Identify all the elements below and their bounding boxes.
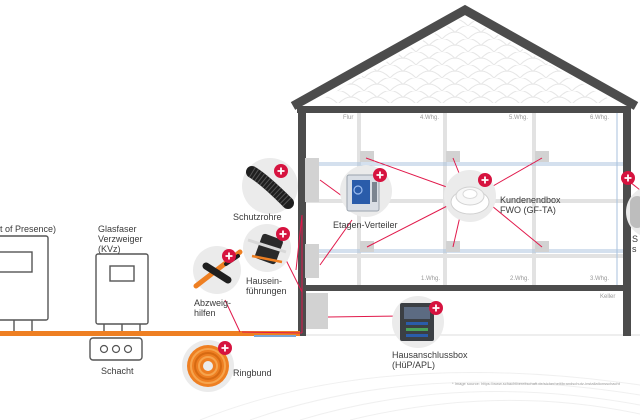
basement-ceiling (306, 285, 623, 291)
room-label-4: 4.Whg. (420, 115, 440, 121)
plus-icon-right-edge[interactable] (621, 171, 635, 185)
label-abzweighilfen-line2: hilfen (194, 308, 216, 318)
label-kvz-line1: Glasfaser (98, 224, 137, 234)
label-kvz-line2: Verzweiger (98, 234, 143, 244)
room-label-3: 3.Whg. (590, 276, 610, 282)
label-hauseinfuehrungen-line1: Hausein- (246, 276, 283, 286)
label-ringbund: Ringbund (233, 368, 272, 378)
schutzrohre-circle (242, 158, 298, 214)
label-abzweighilfen-line1: Abzweig- (194, 298, 232, 308)
label-right-edge: S s (632, 234, 638, 254)
label-right-edge-line1: S (632, 234, 639, 244)
socket-2 (446, 151, 460, 162)
room-label-5: 5.Whg. (509, 115, 529, 121)
floor-slab-middle (306, 254, 623, 258)
label-hauseinfuehrungen: Hausein- führungen (246, 276, 287, 296)
stairwell-box-top (305, 158, 319, 202)
basement-box (306, 293, 328, 329)
right-edge-circle (626, 188, 640, 236)
label-kvz-line3: (KVz) (98, 244, 121, 254)
connector-lines (224, 157, 640, 334)
label-hausanschlussbox-line1: Hausanschlussbox (392, 350, 468, 360)
label-kundenendbox-line2: FWO (GF-TA) (500, 205, 556, 215)
roof-shingles (316, 16, 616, 103)
socket-1 (360, 151, 374, 162)
fiber-cable (0, 331, 300, 336)
room-label-flur: Flur (343, 115, 354, 121)
background-contour-lines (199, 371, 640, 420)
plus-icon-schutzrohre[interactable] (274, 164, 288, 178)
label-etagen-verteiler: Etagen-Verteiler (333, 220, 398, 230)
plus-icon-hausanschlussbox[interactable] (429, 301, 443, 315)
label-hauseinfuehrungen-line2: führungen (246, 286, 287, 296)
label-kvz: Glasfaser Verzweiger (KVz) (98, 224, 143, 254)
label-schacht: Schacht (101, 366, 134, 376)
label-right-edge-line2: s (632, 244, 637, 254)
plus-icon-kundenendbox[interactable] (478, 173, 492, 187)
roof-outline (290, 4, 639, 110)
pop-cabinet (0, 235, 49, 332)
plus-icon-etagen-verteiler[interactable] (373, 168, 387, 182)
wall-3 (532, 113, 536, 285)
label-kundenendbox-line1: Kundenendbox (500, 195, 561, 205)
socket-3 (535, 151, 549, 162)
roof-beam (297, 106, 631, 113)
room-label-keller: Keller (600, 294, 616, 300)
image-source-note: * Image source: https://www.schachtberei… (452, 381, 620, 386)
label-pop: t of Presence) (0, 224, 57, 234)
schacht-box (89, 337, 143, 361)
label-abzweighilfen: Abzweig- hilfen (194, 298, 231, 318)
kvz-cabinet (95, 253, 149, 332)
room-label-1: 1.Whg. (421, 276, 441, 282)
label-hausanschlussbox-line2: (HüP/APL) (392, 360, 436, 370)
room-label-2: 2.Whg. (510, 276, 530, 282)
stairwell-box-bottom (305, 244, 319, 278)
room-label-6: 6.Whg. (590, 115, 610, 121)
label-schutzrohre: Schutzrohre (233, 212, 282, 222)
label-hausanschlussbox: Hausanschlussbox (HüP/APL) (392, 350, 468, 370)
plus-icon-ringbund[interactable] (218, 341, 232, 355)
label-kundenendbox: Kundenendbox FWO (GF-TA) (500, 195, 561, 215)
plus-icon-hauseinfuehrungen[interactable] (276, 227, 290, 241)
house-right-wall (623, 106, 631, 336)
plus-icon-abzweighilfen[interactable] (222, 249, 236, 263)
